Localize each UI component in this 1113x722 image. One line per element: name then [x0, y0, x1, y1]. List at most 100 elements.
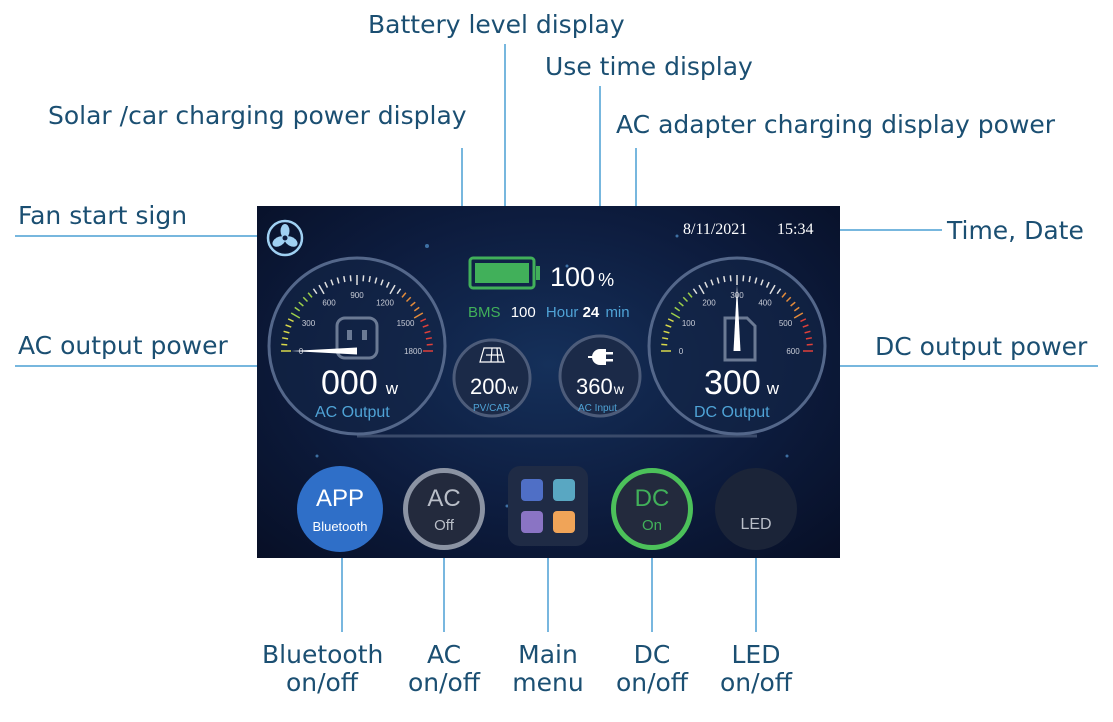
label-use-time: Use time display: [545, 52, 753, 81]
dc-gauge-tick: [663, 330, 670, 334]
label-ac-adapter: AC adapter charging display power: [616, 110, 1056, 139]
ac-gauge-tick: [283, 330, 290, 334]
dc-gauge-tick-label: 0: [679, 347, 684, 356]
label-bluetooth: Bluetooth on/off: [262, 640, 384, 697]
ac-gauge-tick: [424, 330, 431, 334]
battery-fill: [475, 263, 529, 283]
ac-gauge-tick: [282, 337, 289, 340]
dc-gauge-tick: [742, 275, 745, 282]
dc-gauge-tick: [805, 337, 812, 340]
ac-input-value: 360w: [576, 374, 624, 399]
ac-gauge-tick: [405, 296, 412, 303]
ac-gauge-tick: [312, 288, 318, 295]
ac-gauge-tick: [413, 306, 420, 312]
ac-gauge-tick: [385, 281, 390, 288]
bms-row: BMS 100 Hour 24 min: [468, 304, 630, 321]
dc-gauge-tick: [785, 296, 792, 303]
dc-gauge-tick: [802, 324, 809, 328]
label-battery-level: Battery level display: [368, 10, 625, 39]
ac-gauge-tick-label: 900: [350, 291, 364, 300]
dc-gauge-tick: [769, 284, 776, 295]
menu-tile: [553, 479, 575, 501]
bluetooth-app-button[interactable]: APP Bluetooth: [297, 466, 383, 552]
ac-gauge-tick: [298, 301, 304, 307]
ac-gauge-tick: [413, 312, 424, 319]
menu-tile: [521, 479, 543, 501]
ac-gauge-tick: [374, 277, 378, 284]
menu-tile: [553, 511, 575, 533]
dc-gauge-tick: [748, 276, 751, 283]
dc-gauge-tick: [665, 324, 672, 328]
dc-gauge-tick: [793, 306, 800, 312]
dc-gauge-tick: [800, 318, 807, 323]
dc-port-icon: [723, 316, 757, 362]
dc-gauge-tick: [793, 312, 804, 319]
dc-output-label: DC Output: [694, 404, 770, 421]
ac-gauge-tick-label: 600: [322, 299, 336, 308]
dc-gauge-tick-label: 200: [702, 299, 716, 308]
battery-percent: 100%: [550, 262, 615, 292]
label-dc-output-power: DC output power: [875, 332, 1088, 361]
ac-gauge-tick: [294, 306, 301, 312]
ac-gauge-tick: [396, 288, 402, 295]
dc-gauge-tick: [661, 343, 668, 346]
led-toggle-button[interactable]: LED: [715, 468, 797, 550]
ac-gauge-tick: [330, 279, 334, 286]
ac-gauge-tick-label: 300: [302, 319, 316, 328]
ac-gauge-tick: [425, 337, 432, 340]
ac-gauge-tick-label: 1500: [397, 319, 415, 328]
label-time-date: Time, Date: [947, 216, 1084, 245]
label-ac-toggle: AC on/off: [407, 640, 481, 697]
ac-gauge-tick: [380, 279, 384, 286]
ac-gauge-tick: [336, 277, 340, 284]
pv-car-value: 200w: [470, 374, 518, 399]
ac-gauge-tick: [389, 284, 396, 295]
dc-gauge-tick: [754, 277, 758, 284]
dc-toggle-button[interactable]: DC On: [611, 468, 693, 550]
dc-gauge-tick-label: 400: [758, 299, 772, 308]
dc-gauge-tick-label: 600: [786, 347, 800, 356]
screen-date: 8/11/2021: [683, 221, 748, 238]
ac-gauge-tick: [368, 276, 371, 283]
dc-gauge-tick: [723, 276, 726, 283]
pv-car-panel: [452, 338, 532, 418]
ac-gauge-tick: [290, 312, 301, 319]
dc-gauge-tick: [776, 288, 782, 295]
dc-gauge-tick: [674, 306, 681, 312]
ac-gauge-tick: [324, 281, 329, 288]
dc-gauge-tick: [704, 281, 709, 288]
dc-gauge-tick: [781, 292, 787, 298]
ac-input-panel: [558, 334, 642, 418]
ac-gauge-tick: [302, 296, 309, 303]
ac-gauge-tick-label: 1200: [376, 299, 394, 308]
dc-gauge-tick-label: 100: [682, 319, 696, 328]
ac-gauge-tick: [343, 276, 346, 283]
screen-time: 15:34: [777, 221, 814, 238]
dc-gauge-tick: [698, 284, 705, 295]
dc-gauge-tick: [687, 292, 693, 298]
ac-gauge-tick: [426, 343, 433, 346]
fan-icon: [266, 219, 304, 257]
ac-gauge-tick: [422, 324, 429, 328]
dc-gauge-tick: [765, 281, 770, 288]
dc-gauge-tick-label: 500: [779, 319, 793, 328]
label-ac-output-power: AC output power: [18, 331, 228, 360]
pv-car-label: PV/CAR: [473, 403, 511, 414]
dc-gauge-tick: [662, 337, 669, 340]
ac-gauge-tick: [285, 324, 292, 328]
dc-gauge-tick: [716, 277, 720, 284]
main-menu-button[interactable]: [508, 466, 588, 546]
dc-gauge-tick: [678, 301, 684, 307]
label-solar-car: Solar /car charging power display: [48, 101, 467, 130]
ac-gauge-tick: [281, 343, 288, 346]
label-led-toggle: LED on/off: [719, 640, 793, 697]
background-dots: [315, 234, 789, 508]
battery-icon: [468, 256, 540, 290]
ac-gauge-tick: [362, 275, 365, 282]
ac-socket-icon: [335, 316, 379, 360]
ac-gauge-tick: [349, 275, 352, 282]
ac-toggle-button[interactable]: AC Off: [403, 468, 485, 550]
label-main-menu: Main menu: [512, 640, 584, 697]
